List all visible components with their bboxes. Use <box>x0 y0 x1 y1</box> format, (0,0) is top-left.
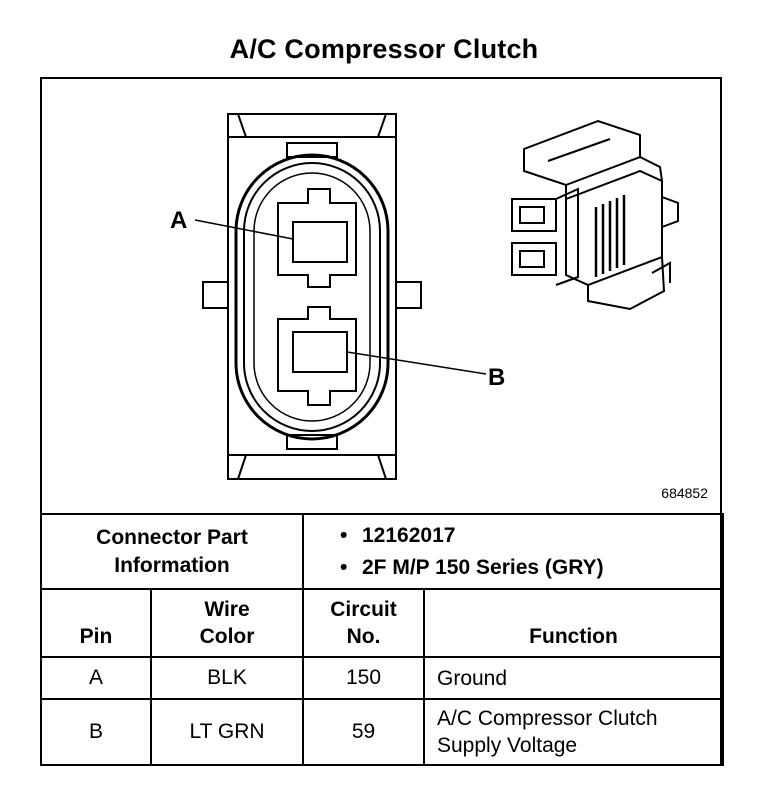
connector-housing <box>227 113 397 480</box>
pin-b-callout: B <box>488 364 506 391</box>
connector-isometric-view <box>511 119 679 311</box>
row-b-color: LT GRN <box>150 698 304 766</box>
header-function: Function <box>422 588 725 658</box>
terminal-b <box>292 331 348 373</box>
row-a-function: Ground <box>422 656 725 700</box>
cavity-b <box>277 306 357 406</box>
table-header-row: Pin Wire Color Circuit No. Function <box>40 588 725 658</box>
inner-seal <box>253 172 371 422</box>
diagram-frame <box>40 77 722 766</box>
row-b-pin: B <box>40 698 152 766</box>
header-circuit-no: Circuit No. <box>302 588 425 658</box>
row-b-function-line1: A/C Compressor Clutch <box>437 707 658 730</box>
connector-drawing <box>194 113 679 480</box>
leader-line-a <box>194 219 294 240</box>
figure-id: 684852 <box>661 485 708 501</box>
outer-seal <box>234 153 390 441</box>
connector-info-label-line1: Connector Part <box>96 525 248 549</box>
header-function-text: Function <box>529 625 618 648</box>
row-b-circuit: 59 <box>302 698 425 766</box>
connector-figure: A B 684852 <box>40 77 722 513</box>
middle-seal <box>243 162 381 432</box>
row-a-function-line1: Ground <box>437 666 508 690</box>
row-b-function: A/C Compressor Clutch Supply Voltage <box>422 698 725 766</box>
row-a-color: BLK <box>150 656 304 700</box>
row-a-circuit: 150 <box>302 656 425 700</box>
bullet-1: • <box>340 523 348 547</box>
connector-series: • 2F M/P 150 Series (GRY) <box>340 552 722 584</box>
page-title: A/C Compressor Clutch <box>229 34 539 64</box>
left-lock-tab <box>202 281 229 309</box>
series-value: 2F M/P 150 Series (GRY) <box>362 555 604 579</box>
pin-a-callout: A <box>170 207 188 234</box>
header-wire-line1: Wire <box>204 598 250 621</box>
connector-info-values: • 12162017 • 2F M/P 150 Series (GRY) <box>301 513 725 590</box>
bullet-2: • <box>340 555 348 579</box>
row-a-pin: A <box>40 656 152 700</box>
part-number-value: 12162017 <box>362 523 456 547</box>
connector-info-label-line2: Information <box>114 553 230 577</box>
connector-pinout-table: Connector Part Information • 12162017 • 2F… <box>40 513 725 766</box>
connector-info-row: Connector Part Information • 12162017 • 2F… <box>40 513 725 590</box>
header-circuit-line2: No. <box>346 625 381 648</box>
terminal-a <box>292 221 348 263</box>
header-wire-line2: Color <box>199 625 255 648</box>
table-row: A BLK 150 Ground <box>40 656 725 700</box>
header-pin: Pin <box>40 588 152 658</box>
header-circuit-line1: Circuit <box>330 598 397 621</box>
row-b-function-line2: Supply Voltage <box>437 734 578 757</box>
leader-line-b <box>346 351 487 375</box>
cavity-a <box>277 188 357 288</box>
header-wire-color: Wire Color <box>150 588 304 658</box>
right-lock-tab <box>395 281 422 309</box>
header-pin-text: Pin <box>79 625 113 648</box>
connector-info-label: Connector Part Information <box>40 513 304 590</box>
connector-part-number: • 12162017 <box>340 520 722 552</box>
table-row: B LT GRN 59 A/C Compressor Clutch Supply… <box>40 698 725 766</box>
